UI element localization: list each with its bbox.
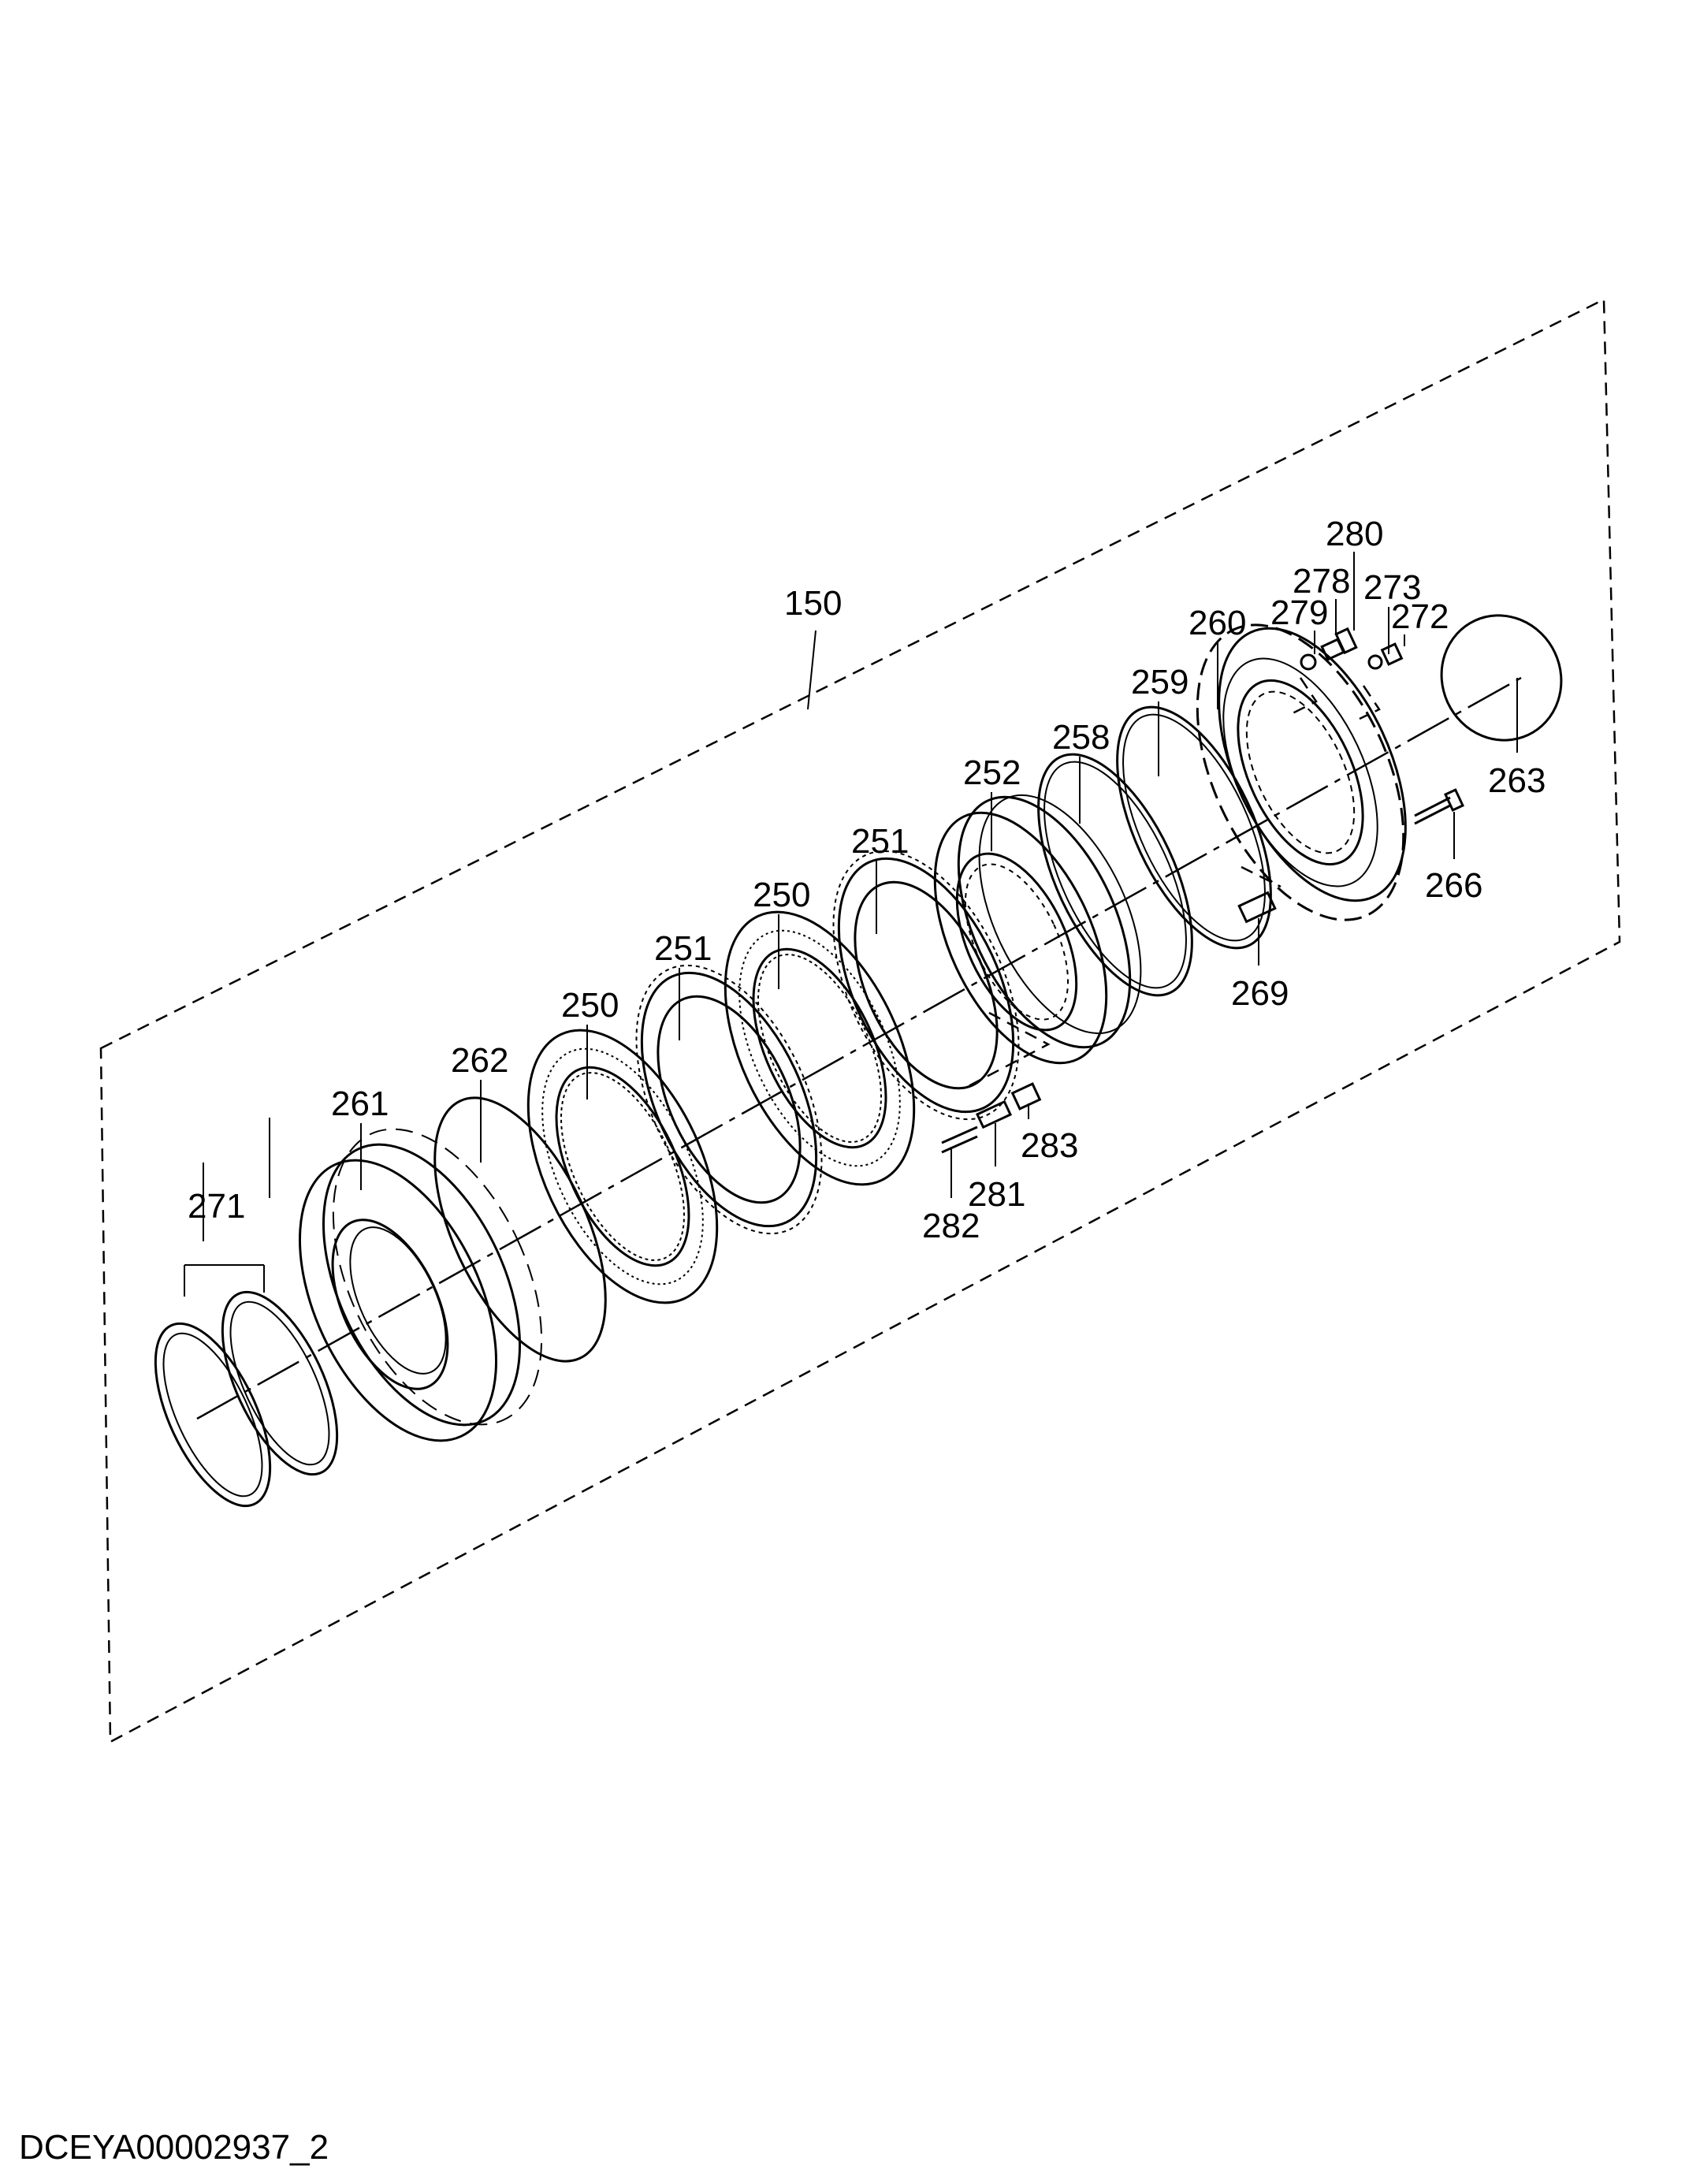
callout-280: 280: [1326, 515, 1383, 553]
fastener-269: [1237, 865, 1282, 924]
callout-250-left: 250: [561, 986, 619, 1025]
callout-281: 281: [968, 1175, 1025, 1214]
document-id: DCEYA00002937_2: [19, 2128, 329, 2167]
center-axis: [196, 676, 1522, 1420]
part-260-carrier: [1196, 623, 1407, 921]
callout-263: 263: [1488, 761, 1546, 800]
callout-251-left: 251: [654, 929, 712, 968]
part-252-piston: [933, 794, 1142, 1065]
callout-250-right: 250: [753, 876, 810, 914]
callout-282: 282: [922, 1207, 980, 1245]
callout-258: 258: [1052, 718, 1110, 757]
part-250-disc-right: [724, 910, 916, 1186]
callout-252: 252: [963, 753, 1021, 792]
fastener-266: [1414, 788, 1464, 825]
callout-269: 269: [1231, 974, 1289, 1013]
callout-251-right: 251: [851, 822, 909, 861]
callout-278: 278: [1293, 562, 1350, 601]
part-251-plate-left: [635, 964, 823, 1235]
assembly-boundary: [99, 298, 1621, 1744]
callout-283: 283: [1021, 1126, 1078, 1165]
callout-273: 273: [1363, 568, 1421, 607]
callout-260: 260: [1189, 604, 1246, 642]
callout-259: 259: [1131, 663, 1189, 701]
callout-279: 279: [1270, 593, 1328, 632]
callout-150: 150: [784, 584, 842, 623]
part-271-rings: [154, 1290, 339, 1508]
part-251-plate-right: [832, 850, 1020, 1121]
callout-272: 272: [1391, 597, 1449, 636]
part-261-housing: [298, 1128, 543, 1442]
fasteners-281-283: [941, 1011, 1051, 1154]
callout-271: 271: [188, 1187, 245, 1226]
part-258-ring: [1037, 753, 1193, 997]
part-250-disc-left: [526, 1029, 719, 1304]
part-263-cover: [1440, 614, 1563, 742]
leader-lines: [184, 552, 1518, 1297]
callout-266: 266: [1425, 866, 1482, 905]
callout-262: 262: [451, 1041, 508, 1080]
callout-261: 261: [331, 1085, 389, 1123]
part-259-ring: [1116, 705, 1272, 950]
